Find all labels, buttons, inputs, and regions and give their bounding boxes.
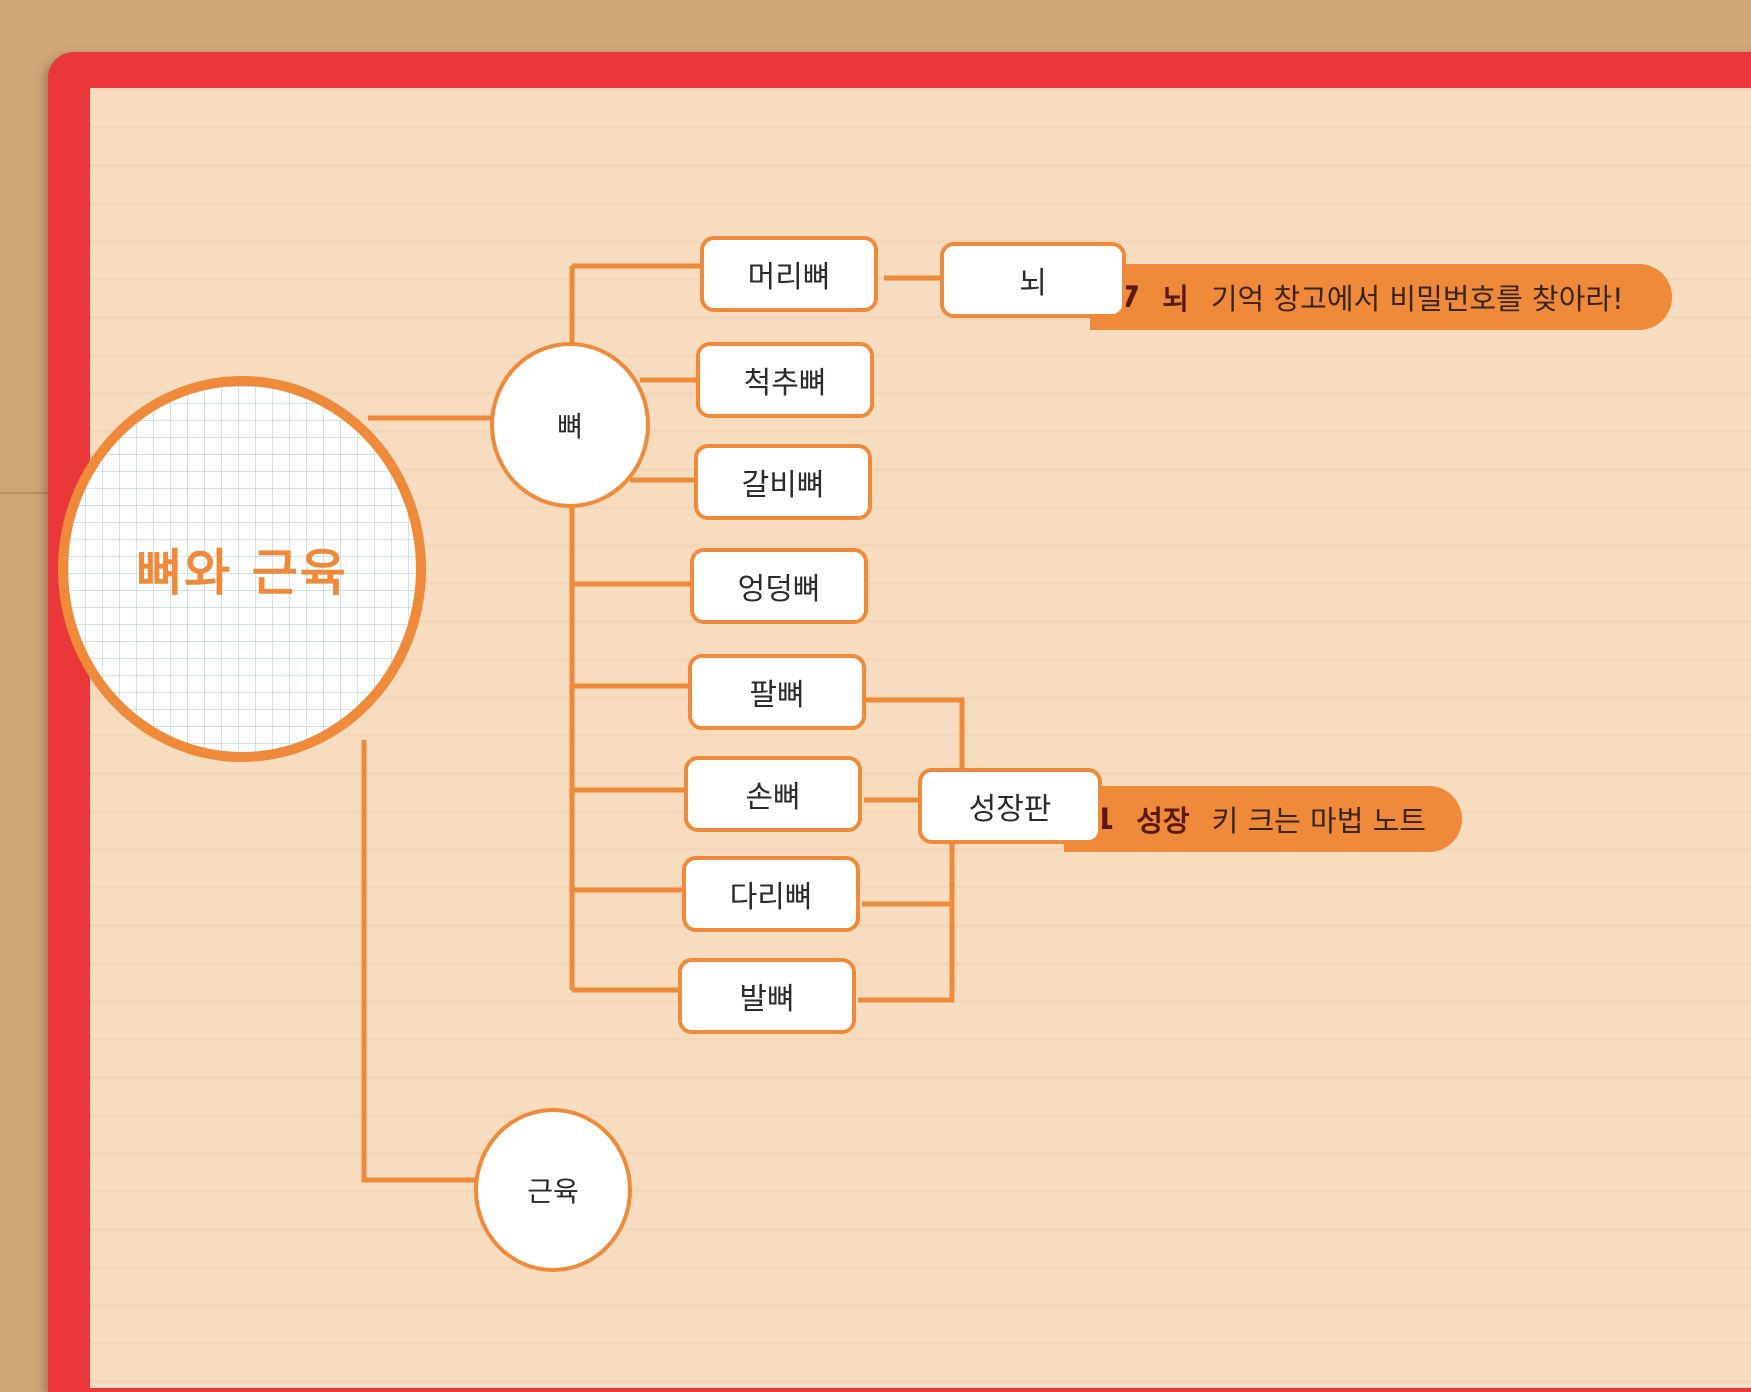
node-spine: 척추뼈 (696, 342, 874, 418)
node-brain: 뇌 (940, 242, 1126, 318)
node-rib-label: 갈비뼈 (741, 468, 825, 503)
node-spine-label: 척추뼈 (743, 366, 827, 401)
node-growth-plate-label: 성장판 (968, 792, 1052, 827)
banner-growth-keyword: 성장 (1136, 804, 1190, 838)
banner-brain: 7 뇌 기억 창고에서 비밀번호를 찾아라! (1090, 264, 1672, 330)
topic-circle: 뼈와 근육 (58, 376, 426, 762)
banner-brain-text: 기억 창고에서 비밀번호를 찾아라! (1210, 282, 1624, 316)
node-rib: 갈비뼈 (694, 444, 872, 520)
banner-growth: 1 성장 키 크는 마법 노트 (1064, 786, 1462, 852)
node-hand-label: 손뼈 (745, 780, 801, 815)
node-arm: 팔뼈 (688, 654, 866, 730)
node-hip-label: 엉덩뼈 (737, 572, 821, 607)
node-muscle: 근육 (474, 1108, 632, 1272)
node-muscle-label: 근육 (527, 1175, 579, 1208)
node-growth-plate: 성장판 (918, 768, 1102, 844)
node-foot: 발뼈 (678, 958, 856, 1034)
node-hip: 엉덩뼈 (690, 548, 868, 624)
banner-brain-keyword: 뇌 (1162, 282, 1189, 316)
node-bone-label: 뼈 (557, 410, 583, 443)
node-bone: 뼈 (490, 342, 650, 508)
node-hand: 손뼈 (684, 756, 862, 832)
connector-lines (361, 263, 965, 1183)
node-skull: 머리뼈 (700, 236, 878, 312)
node-leg-label: 다리뼈 (729, 880, 813, 915)
node-foot-label: 발뼈 (739, 982, 795, 1017)
topic-title: 뼈와 근육 (136, 544, 348, 602)
node-arm-label: 팔뼈 (749, 678, 805, 713)
node-brain-label: 뇌 (1019, 266, 1047, 301)
node-skull-label: 머리뼈 (747, 260, 831, 295)
banner-growth-text: 키 크는 마법 노트 (1211, 804, 1426, 838)
node-leg: 다리뼈 (682, 856, 860, 932)
